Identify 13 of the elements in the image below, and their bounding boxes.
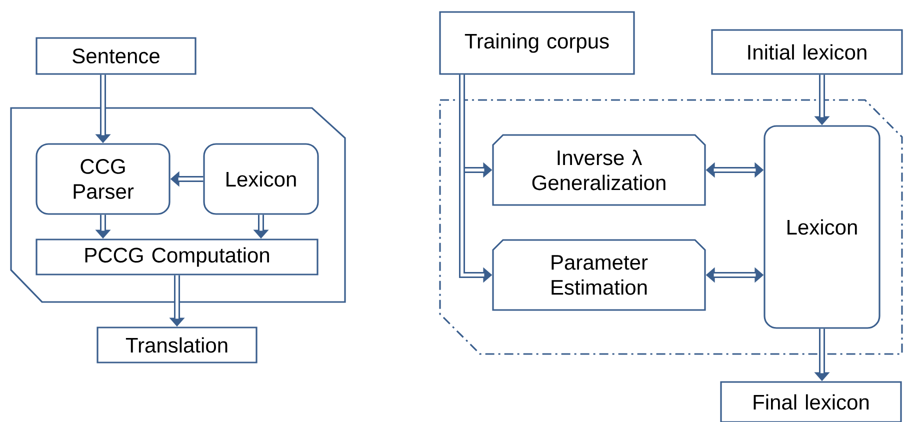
process-box: Translation — [96, 326, 258, 364]
process-box: Training corpus — [439, 11, 635, 75]
process-box: Initial lexicon — [711, 29, 903, 75]
container-outline — [10, 107, 346, 303]
process-box: Lexicon — [764, 125, 880, 329]
process-box: Parameter Estimation — [492, 239, 706, 311]
process-box: PCCG Computation — [36, 238, 318, 276]
container-outline — [439, 99, 903, 355]
process-box: Sentence — [36, 37, 196, 75]
process-box: CCG Parser — [36, 143, 170, 215]
process-box: Lexicon — [203, 143, 319, 215]
process-box: Final lexicon — [720, 381, 902, 422]
process-box: Inverse λ Generalization — [492, 134, 706, 206]
